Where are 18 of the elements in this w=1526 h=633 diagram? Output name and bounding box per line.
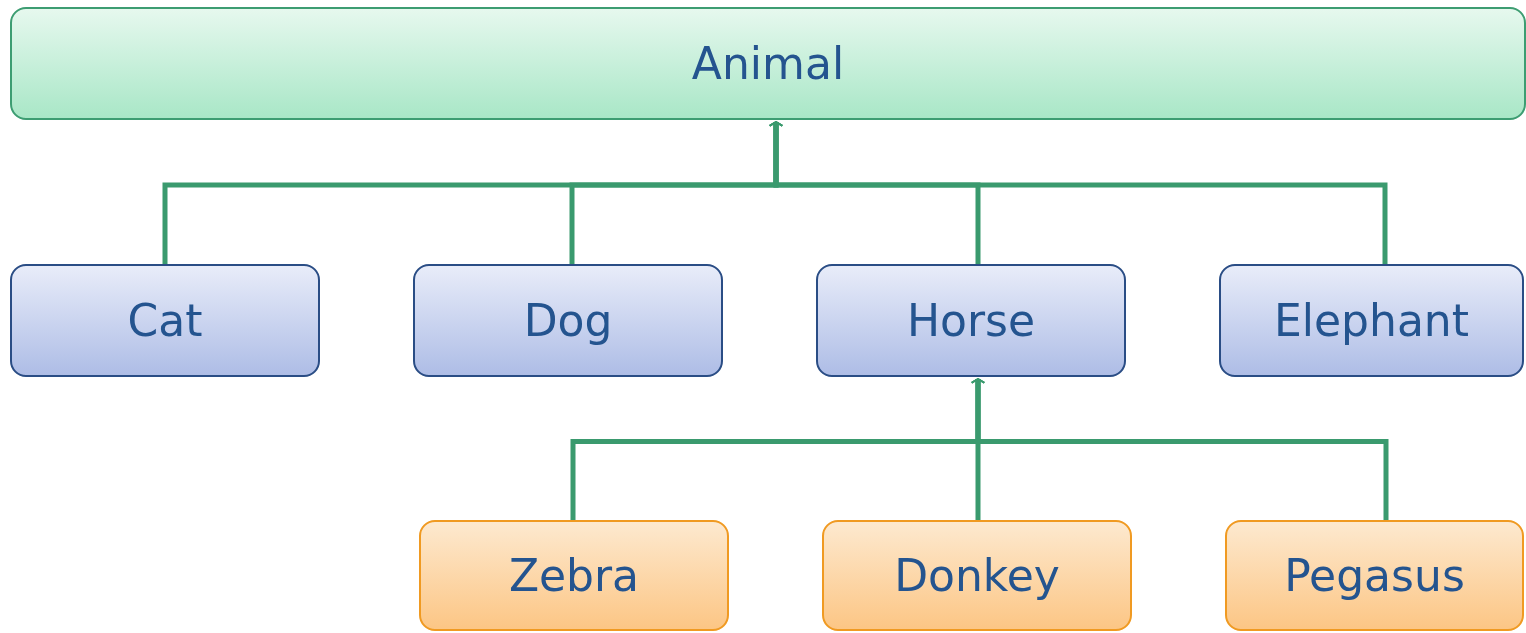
parent-box	[10, 7, 1526, 120]
inheritance-arrow	[970, 378, 1389, 520]
node-label: Dog	[523, 295, 613, 346]
node-label: Cat	[127, 295, 203, 346]
node-label: Elephant	[1274, 295, 1469, 346]
subclass-box	[1225, 520, 1524, 631]
node-label: Animal	[691, 38, 845, 89]
node-label: Horse	[906, 295, 1036, 346]
subclass-box	[419, 520, 729, 631]
class-box	[10, 264, 320, 377]
class-box	[1219, 264, 1524, 377]
node-label: Pegasus	[1284, 550, 1465, 601]
inheritance-arrow	[768, 121, 1388, 264]
class-box	[413, 264, 723, 377]
node-label: Donkey	[894, 550, 1060, 601]
node-label: Zebra	[508, 550, 640, 601]
subclass-box	[822, 520, 1132, 631]
class-box	[816, 264, 1126, 377]
